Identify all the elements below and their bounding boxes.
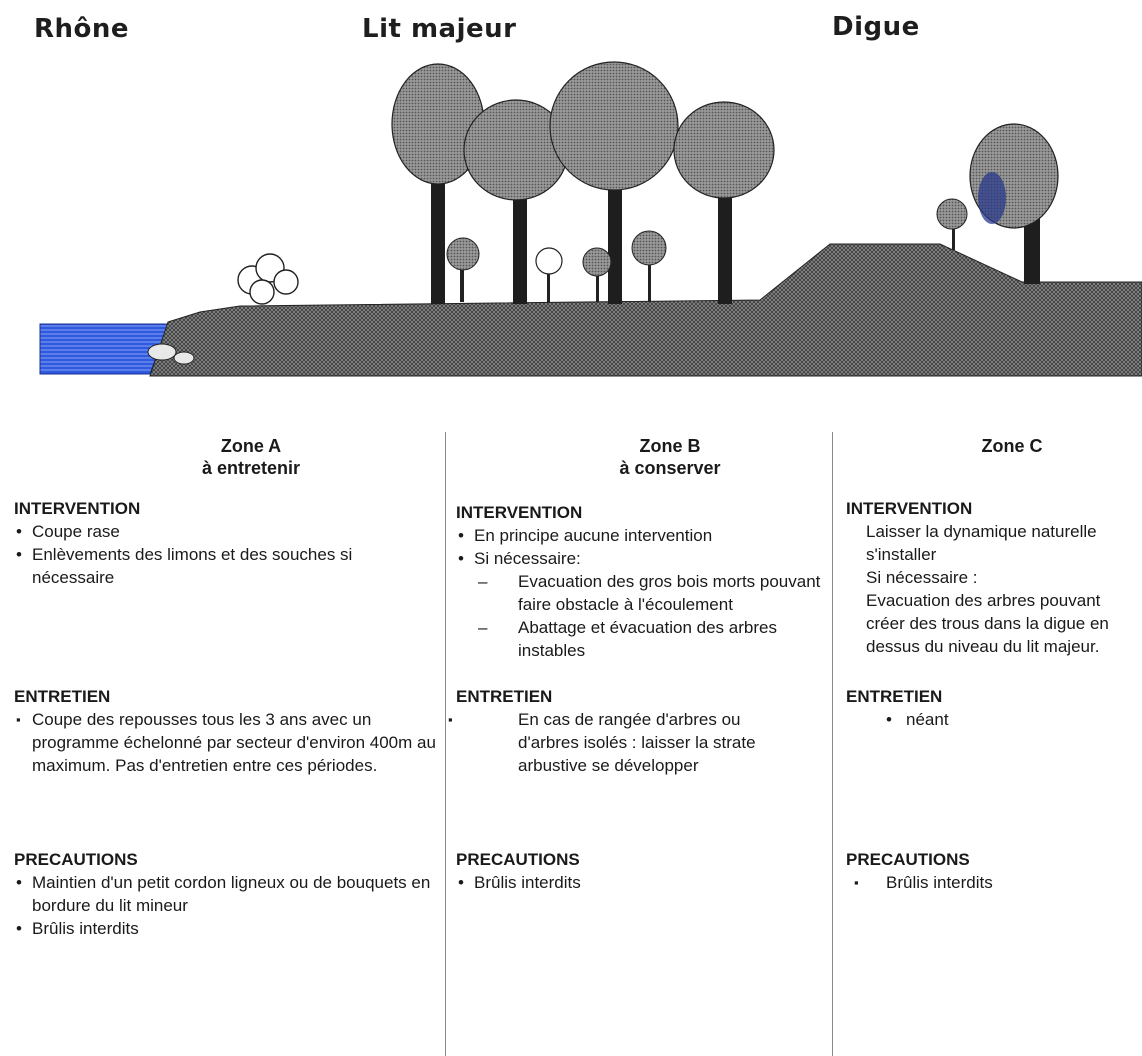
zone-c-entretien: ENTRETIEN néant [846,685,1138,731]
list-item: Coupe rase [14,520,438,543]
bank-stone [147,343,177,361]
tree-small-4 [631,230,667,302]
tree-large-4 [673,101,775,304]
tree-small-dike [936,198,968,250]
section-title: ENTRETIEN [456,687,553,706]
section-title: PRECAUTIONS [846,850,970,869]
tree-small-2 [535,247,563,302]
list-item: néant [846,708,1138,731]
zone-b-entretien: ENTRETIEN En cas de rangée d'arbres ou d… [448,685,824,777]
zone-c-precautions: PRECAUTIONS Brûlis interdits [846,848,1138,894]
section-title: PRECAUTIONS [14,850,138,869]
label-digue: Digue [832,12,920,42]
list-subitem: Abattage et évacuation des arbres instab… [456,616,824,662]
tree-large-3 [549,61,679,304]
zone-b-title: Zone B [639,436,701,456]
list-subitem: Evacuation des gros bois morts pouvant f… [456,570,824,616]
tree-large-2 [463,99,569,304]
zone-b-column: Zone B à conserver INTERVENTION En princ… [448,435,824,1055]
list-item: Brûlis interdits [846,871,1138,894]
zone-a-precautions: PRECAUTIONS Maintien d'un petit cordon l… [14,848,438,940]
zone-a-entretien: ENTRETIEN Coupe des repousses tous les 3… [14,685,438,777]
list-item: En principe aucune intervention [456,524,824,547]
bank-stone [173,351,195,365]
section-title: INTERVENTION [456,503,583,522]
zone-a-subtitle: à entretenir [201,458,301,478]
zone-a-intervention: INTERVENTION Coupe rase Enlèvements des … [14,497,438,589]
column-divider [832,432,833,1056]
tree-small-3 [582,247,612,302]
zone-c-title: Zone C [981,436,1043,456]
list-item: En cas de rangée d'arbres ou d'arbres is… [448,708,824,777]
tree-large-1 [391,63,485,304]
tree-large-dike [969,123,1059,284]
section-title: PRECAUTIONS [456,850,580,869]
list-item: Si nécessaire: [456,547,824,570]
zone-a-column: Zone A à entretenir INTERVENTION Coupe r… [14,435,438,1055]
zone-c-column: Zone C INTERVENTION Laisser la dynamique… [846,435,1138,1055]
column-divider [445,432,446,1056]
zone-a-title: Zone A [220,436,282,456]
list-item: Coupe des repousses tous les 3 ans avec … [14,708,438,777]
section-title: ENTRETIEN [846,687,943,706]
section-title: ENTRETIEN [14,687,111,706]
text-line: Si nécessaire : [866,568,978,587]
zone-b-precautions: PRECAUTIONS Brûlis interdits [456,848,824,894]
zone-b-intervention: INTERVENTION En principe aucune interven… [456,501,824,662]
text-line: Evacuation des arbres pouvant créer des … [866,591,1109,656]
list-item: Enlèvements des limons et des souches si… [14,543,438,589]
water-rhone [39,323,169,375]
section-title: INTERVENTION [846,499,973,518]
cross-section-illustration [39,61,1142,377]
zone-c-intervention: INTERVENTION Laisser la dynamique nature… [846,497,1138,658]
list-item: Brûlis interdits [456,871,824,894]
tree-small-1 [446,237,480,302]
shrub [237,253,299,305]
ground-floodplain [149,243,1142,377]
label-lit-majeur: Lit majeur [362,14,517,44]
list-item: Brûlis interdits [14,917,438,940]
text-line: Laisser la dynamique naturelle s'install… [866,522,1097,564]
label-rhone: Rhône [34,14,130,44]
list-item: Maintien d'un petit cordon ligneux ou de… [14,871,438,917]
section-title: INTERVENTION [14,499,141,518]
zone-b-subtitle: à conserver [619,458,721,478]
